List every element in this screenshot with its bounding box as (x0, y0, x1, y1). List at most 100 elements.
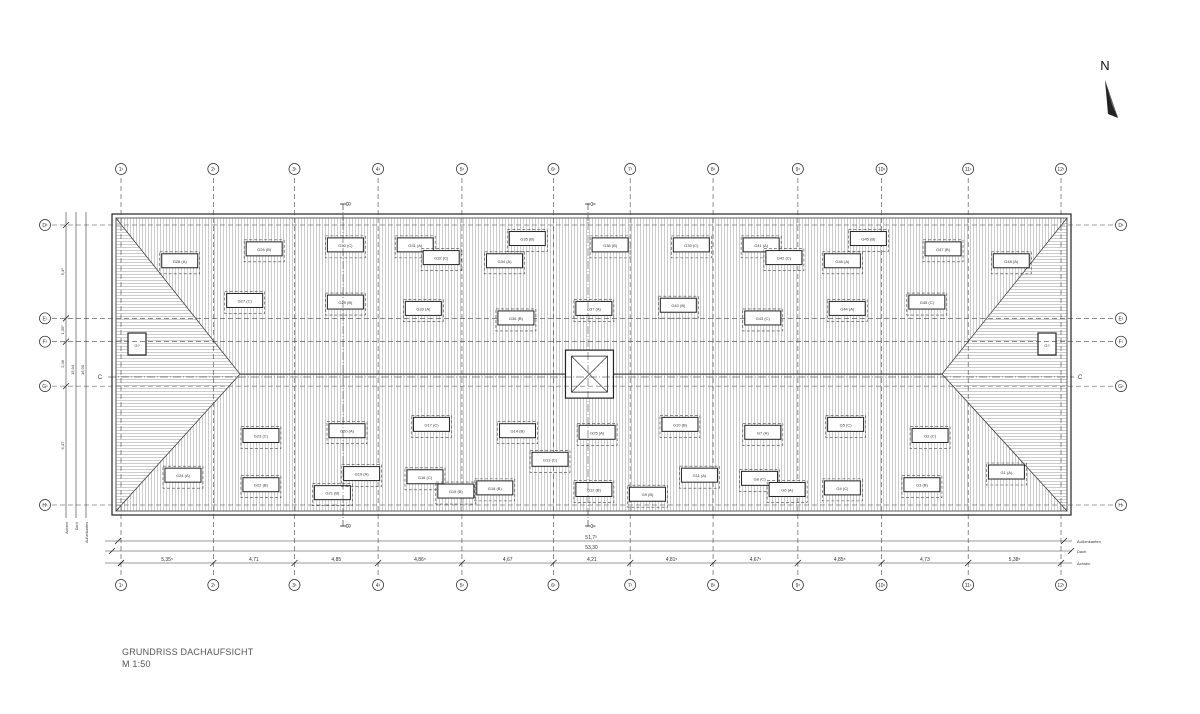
axis-bubble (115, 163, 127, 175)
axis-label-x: 11¹ (965, 583, 972, 589)
axis-label-x: 6¹ (551, 583, 556, 589)
axis-bubble (875, 163, 888, 175)
drawing-title: GRUNDRISS DACHAUFSICHT (122, 647, 254, 657)
dimension-tick (964, 559, 972, 567)
roof-window-dashed-outline (435, 481, 477, 505)
dimension-segment: 4,85 (331, 557, 341, 563)
axis-label-x: 4¹ (376, 167, 381, 173)
dimension-segment: 4,73 (920, 557, 930, 563)
roof-window: G11 (A) (679, 465, 720, 489)
roof-window-frame (499, 423, 537, 439)
section-marker: C (1078, 375, 1083, 381)
roof-window: G23 (C) (240, 426, 282, 449)
roof-window-label: G25 (A) (590, 430, 605, 435)
roof-window: G26 (B) (243, 239, 285, 263)
section-marker: A (585, 510, 595, 528)
roof-window-frame (924, 241, 962, 257)
roof-window-frame (437, 483, 475, 499)
roof-window: G47 (B) (922, 239, 964, 263)
roof-window-dashed-outline (325, 292, 366, 316)
axis-label-y: E¹ (1119, 316, 1124, 322)
roof-window-label: G12 (B) (587, 487, 602, 492)
roof-window-label: G9 (B) (642, 492, 654, 497)
section-label: A (589, 524, 595, 528)
roof-window-frame (161, 253, 199, 269)
axis-label-x: 8¹ (711, 583, 716, 589)
roof-window: G19 (A) (341, 464, 382, 487)
roof-window-frame (328, 423, 366, 439)
axis-label-y: D¹ (42, 223, 48, 229)
roof-window-frame (396, 237, 434, 253)
axis-bubble (1055, 579, 1067, 591)
dimension-segment-vertical: 2,46 (60, 359, 65, 368)
roof-window-dashed-outline (403, 299, 444, 322)
roof-window-frame (659, 297, 697, 313)
roof-window-frame (987, 464, 1025, 480)
roof-window-label: G43 (C) (756, 316, 771, 321)
dimension-tick (117, 559, 125, 567)
roof-window: G46 (A) (822, 251, 863, 275)
dimension-tick (62, 315, 70, 322)
dimension-tick (709, 559, 717, 567)
roof-window-frame (575, 481, 613, 497)
roof-hatch-left: G? (127, 332, 147, 356)
roof-window-label: G22 (B) (254, 483, 269, 488)
roof-window: G21 (B) (312, 483, 353, 506)
roof-window-frame (827, 416, 865, 432)
roof-window-frame (849, 231, 887, 247)
roof-window-label: G26 (B) (257, 247, 272, 252)
roof-window-frame (661, 416, 699, 432)
axis-label-x: 6¹ (551, 167, 556, 173)
roof-window-label: G5 (C) (840, 422, 853, 427)
roof-window-label: G2 (C) (924, 433, 937, 438)
axis-bubble (207, 579, 220, 591)
roof-window: G24 (A) (162, 465, 204, 489)
roof-window: G33 (A) (403, 299, 444, 322)
roof-window-dashed-outline (671, 235, 712, 259)
roof-hatch-frame (1037, 332, 1057, 356)
roof-window-label: G37 (A) (587, 306, 602, 311)
roof-window-dashed-outline (495, 308, 537, 332)
roof-window-label: G4 (C) (836, 486, 849, 491)
roof-hatch-right: G? (1037, 332, 1057, 356)
roof-window-dashed-outline (922, 239, 964, 263)
axis-bubble (207, 163, 220, 175)
axis-label-y: H¹ (1118, 503, 1124, 509)
axis-label-x: 12¹ (1057, 167, 1065, 173)
axis-label-x: 10¹ (878, 583, 886, 589)
roof-window-dashed-outline (326, 421, 368, 445)
axis-bubble (1115, 335, 1127, 348)
roof-window-label: G14 (B) (511, 429, 526, 434)
axis-label-y: F¹ (43, 340, 48, 346)
axis-bubble (288, 163, 301, 175)
dimension-vertical-row-label: Achsen (65, 522, 69, 534)
roof-window-frame (226, 292, 264, 308)
roof-hatch-frame (127, 332, 147, 356)
dimension-segment: 4,85⁵ (834, 557, 846, 563)
axis-bubble (1115, 499, 1127, 511)
roof-window-dashed-outline (906, 292, 948, 316)
axis-label-y: H¹ (42, 503, 48, 509)
axis-bubble (39, 499, 51, 511)
dimension-tick (291, 559, 298, 567)
roof-window-dashed-outline (341, 464, 382, 487)
axis-label-x: 10¹ (878, 167, 886, 173)
dimension-segment: 4,67⁵ (750, 557, 762, 563)
roof-window-label: G39 (C) (684, 243, 699, 248)
dimension-tick (1057, 559, 1065, 567)
dimension-vertical-row-label: Außenkanten (85, 522, 89, 543)
dimension-segment-vertical: 6,47 (60, 441, 65, 450)
roof-window: G4 (C) (822, 478, 863, 502)
axis-bubble (1055, 163, 1067, 175)
roof-window-frame (744, 310, 782, 326)
roof-hatch-label: G? (134, 343, 140, 348)
roof-window-frame (575, 300, 613, 316)
roof-window: G35 (B) (506, 229, 548, 252)
section-label: A (589, 202, 595, 206)
axis-bubble (547, 579, 560, 591)
roof-window-frame (326, 237, 364, 253)
roof-window-frame (486, 253, 524, 269)
roof-window-dashed-outline (627, 484, 668, 508)
dimension-tick (878, 559, 885, 567)
roof-window-label: G23 (C) (254, 433, 269, 438)
